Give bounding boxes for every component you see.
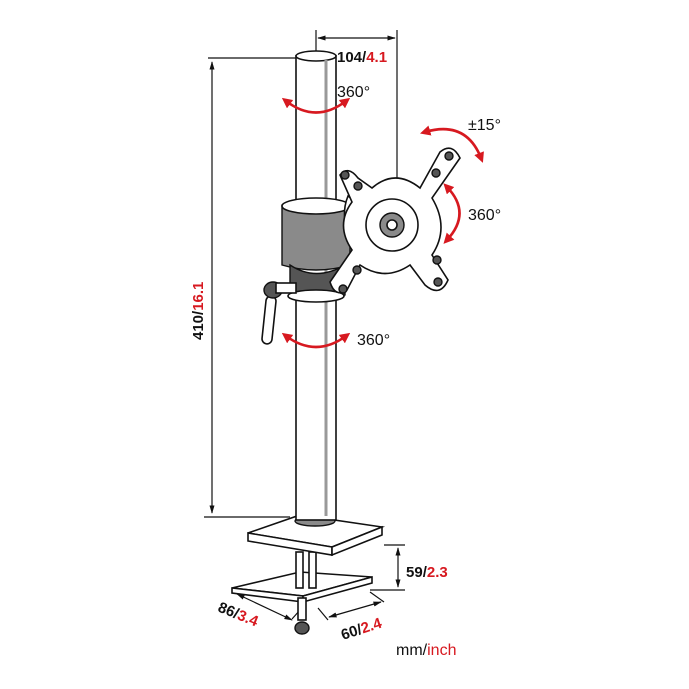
tilt-arrow [420, 125, 484, 163]
rotation-arrow-plate [443, 183, 461, 244]
rotation-bottom-label: 360° [357, 332, 390, 349]
vesa-plate [329, 147, 461, 294]
tilt-label: ±15° [468, 117, 501, 134]
base-plate [247, 514, 386, 557]
units-label: mm/inch [396, 642, 456, 659]
locking-lever [261, 281, 297, 345]
rotation-arrow-top [281, 97, 351, 114]
clamp-width-label: 60/2.4 [339, 615, 385, 644]
pole-collar [281, 197, 351, 303]
height-label: 410/16.1 [190, 282, 207, 340]
rotation-top-label: 360° [337, 84, 370, 101]
width-label: 104/4.1 [337, 49, 387, 66]
clamp-depth-label: 86/3.4 [216, 599, 262, 631]
clamp-height-dimension [370, 544, 405, 591]
desk-clamp [231, 551, 373, 635]
clamp-width-dimension [317, 591, 385, 621]
rotation-arrow-bottom [281, 332, 351, 349]
height-dimension [204, 57, 300, 518]
clamp-height-label: 59/2.3 [406, 564, 448, 581]
rotation-plate-label: 360° [468, 207, 501, 224]
